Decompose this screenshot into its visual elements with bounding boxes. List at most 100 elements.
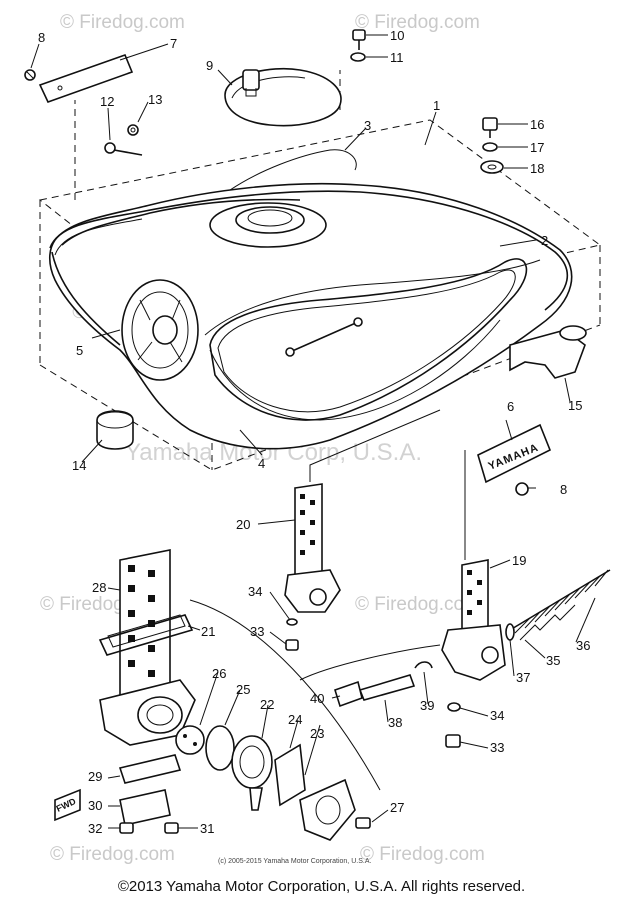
washer-11[interactable] [350, 52, 366, 62]
callout-33-lower: 33 [490, 740, 504, 755]
callout-15: 15 [568, 398, 582, 413]
callout-3: 3 [364, 118, 371, 133]
tank-rod [285, 317, 363, 357]
fwd-arrow: FWD [54, 788, 81, 822]
small-copyright: (c) 2005-2015 Yamaha Motor Corporation, … [218, 858, 371, 865]
callout-2: 2 [541, 233, 548, 248]
callout-22: 22 [260, 697, 274, 712]
callout-11: 11 [390, 50, 404, 65]
leader-lines [30, 34, 596, 829]
callout-39: 39 [420, 698, 434, 713]
assembly-curve [189, 599, 381, 791]
callout-34: 34 [248, 584, 262, 599]
screw-33-right[interactable] [445, 734, 461, 748]
spring-35[interactable] [519, 604, 576, 641]
callout-30: 30 [88, 798, 102, 813]
watermark-top-right: © Firedog.com [355, 12, 480, 33]
callout-20: 20 [236, 517, 250, 532]
footer-copyright: ©2013 Yamaha Motor Corporation, U.S.A. A… [117, 878, 526, 895]
watermark-top: © Firedog.com [60, 12, 185, 33]
damper-18[interactable] [480, 160, 504, 174]
filler-neck [209, 202, 327, 248]
callout-12: 12 [100, 94, 114, 109]
callout-13: 13 [148, 92, 162, 107]
callout-36: 36 [576, 638, 590, 653]
o-ring-37[interactable] [505, 623, 515, 641]
callout-32: 32 [88, 821, 102, 836]
trim-molding[interactable] [49, 190, 569, 346]
screw-31[interactable] [164, 822, 179, 834]
callout-33: 33 [250, 624, 264, 639]
callout-27: 27 [390, 800, 404, 815]
callout-9: 9 [206, 58, 213, 73]
callout-35: 35 [546, 653, 560, 668]
tank-emblem[interactable]: YAMAHA [477, 423, 552, 484]
callout-34-lower: 34 [490, 708, 504, 723]
diaphragm-26[interactable] [175, 725, 205, 755]
gasket-24[interactable] [274, 743, 306, 807]
fuel-tank[interactable] [48, 182, 573, 450]
gasket-29[interactable] [118, 754, 182, 784]
callout-29: 29 [88, 769, 102, 784]
callout-25: 25 [236, 682, 250, 697]
callout-37: 37 [516, 670, 530, 685]
watermark-bottom-left: © Firedog.com [50, 844, 175, 865]
callout-8-lower: 8 [560, 482, 567, 497]
callout-14: 14 [72, 458, 86, 473]
fuel-cock-28[interactable] [99, 549, 196, 746]
cover-23[interactable] [299, 778, 356, 841]
washer-34-left[interactable] [286, 618, 298, 626]
callout-26: 26 [212, 666, 226, 681]
tank-seal[interactable] [229, 149, 357, 191]
watermark-bottom-right: © Firedog.com [360, 844, 485, 865]
callout-10: 10 [390, 28, 404, 43]
o-ring-25[interactable] [205, 725, 235, 771]
screw-8-top[interactable] [24, 69, 36, 81]
callout-4: 4 [258, 456, 265, 471]
bolt-16[interactable] [482, 117, 498, 138]
fuel-cock-19[interactable] [441, 559, 506, 681]
fuel-cap[interactable] [224, 67, 342, 127]
callout-19: 19 [512, 553, 526, 568]
clip-39[interactable] [414, 661, 433, 669]
callout-23: 23 [310, 726, 324, 741]
fuel-line [299, 644, 441, 681]
clamp-40[interactable] [334, 680, 363, 708]
callout-1: 1 [433, 98, 440, 113]
plate-30[interactable] [119, 789, 171, 826]
bracket-15[interactable] [509, 325, 587, 379]
screw-27[interactable] [355, 817, 371, 829]
screw-8-lower[interactable] [515, 482, 529, 496]
callout-18: 18 [530, 161, 544, 176]
watermark-mid-right: © Firedog.com [355, 594, 480, 615]
callout-7: 7 [170, 36, 177, 51]
bolt-12[interactable] [104, 142, 143, 156]
callout-6: 6 [507, 399, 514, 414]
lever-22[interactable] [231, 735, 273, 811]
adjust-screw-36[interactable] [509, 569, 611, 634]
callout-38: 38 [388, 715, 402, 730]
emblem-base[interactable] [121, 279, 199, 381]
nameplate[interactable] [38, 53, 134, 103]
screw-33-left[interactable] [285, 639, 299, 651]
callout-24: 24 [288, 712, 302, 727]
hose-38[interactable] [358, 674, 416, 701]
callout-5: 5 [76, 343, 83, 358]
callout-40: 40 [310, 691, 324, 706]
screw-32[interactable] [119, 822, 134, 834]
callout-16: 16 [530, 117, 544, 132]
washer-13[interactable] [127, 124, 139, 136]
washer-17[interactable] [482, 142, 498, 152]
washer-34-right[interactable] [447, 702, 461, 712]
callouts: 1 2 3 4 5 6 7 8 9 10 11 12 13 14 15 16 1… [38, 28, 590, 836]
bolt-10[interactable] [352, 29, 366, 50]
callout-21: 21 [201, 624, 215, 639]
callout-31: 31 [200, 821, 214, 836]
fuel-cock-20[interactable] [284, 483, 341, 613]
callout-8: 8 [38, 30, 45, 45]
callout-17: 17 [530, 140, 544, 155]
callout-28: 28 [92, 580, 106, 595]
gasket-21[interactable] [98, 614, 194, 656]
damper-14[interactable] [96, 410, 134, 450]
